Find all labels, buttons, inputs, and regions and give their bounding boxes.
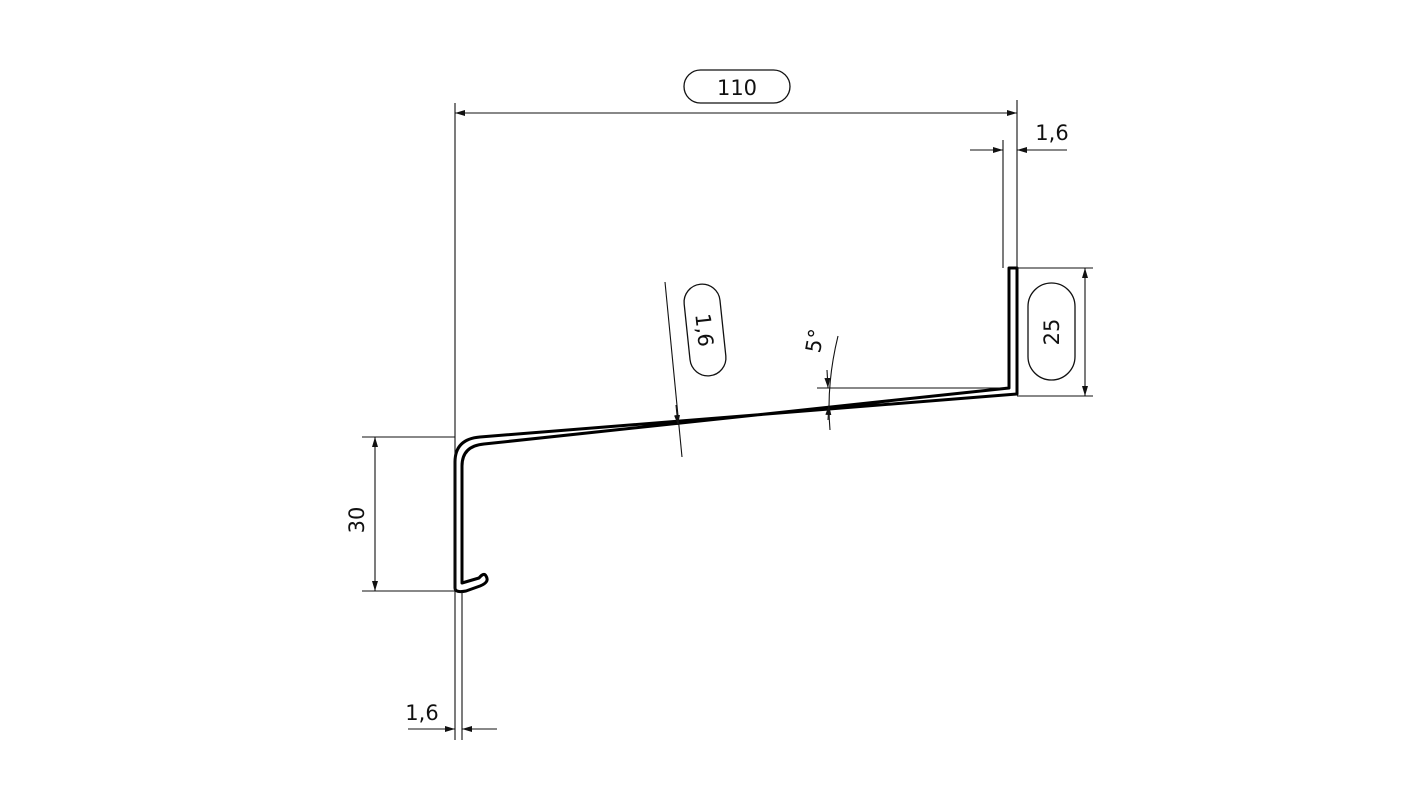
bottom-thickness-label: 1,6 [405,701,438,725]
slope-angle-dimension: 5° [801,327,839,431]
sheet-thickness-label: 1,6 [690,312,717,348]
drop-height-dimension: 30 [345,437,378,591]
slope-angle-label: 5° [801,327,829,355]
extension-lines [362,100,1093,740]
width-dimension: 110 [455,69,1017,116]
top-thickness-dimension: 1,6 [970,121,1069,153]
upstand-height-label: 25 [1040,319,1064,346]
width-dim-label: 110 [717,76,757,100]
top-thickness-label: 1,6 [1035,121,1068,145]
sheet-thickness-dimension: 1,6 [664,281,727,458]
drop-height-label: 30 [345,507,369,534]
bottom-thickness-dimension: 1,6 [405,701,497,732]
sill-profile [453,266,1019,594]
upstand-height-dimension: 25 [1027,268,1088,396]
